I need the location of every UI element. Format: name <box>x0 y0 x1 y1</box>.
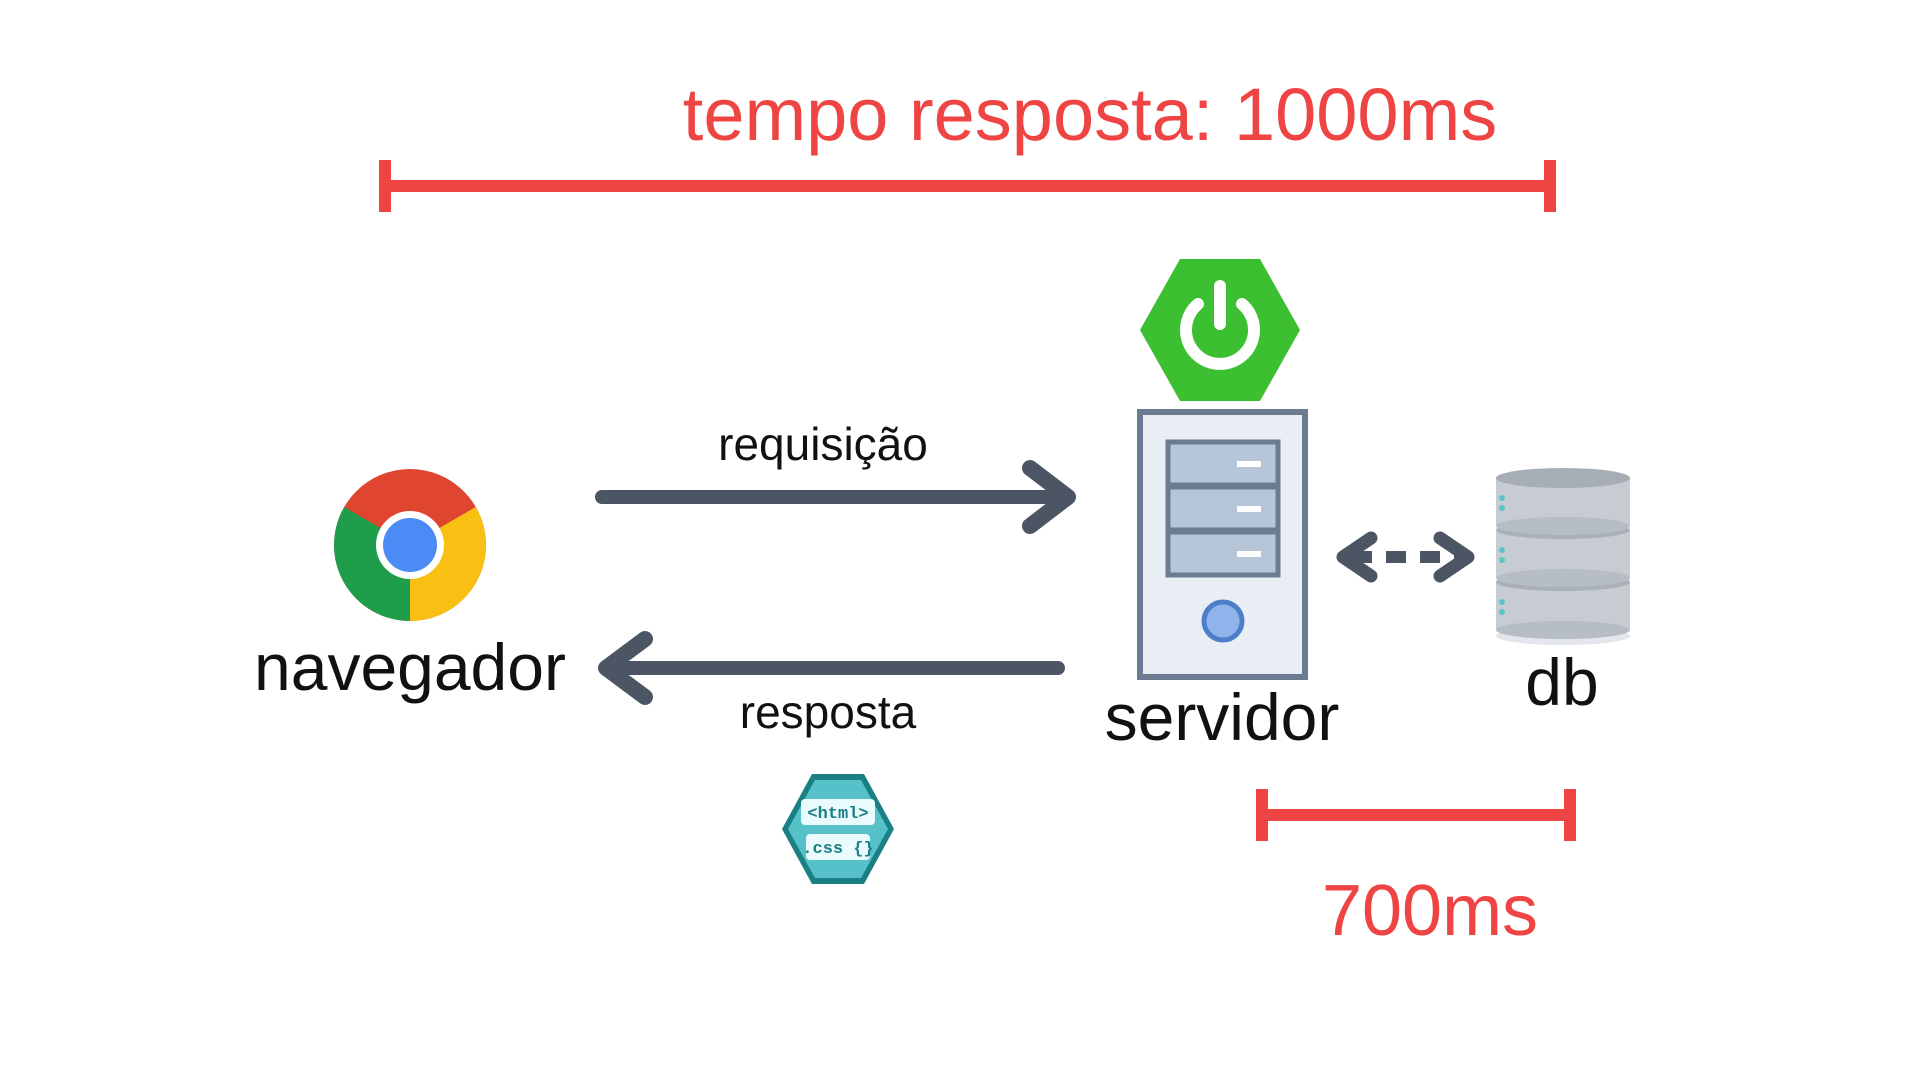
database-icon <box>1496 468 1630 645</box>
request-arrow <box>595 460 1076 534</box>
database-label: db <box>1525 645 1598 719</box>
browser-label: navegador <box>254 630 566 704</box>
css-badge-text: .css {} <box>802 840 873 859</box>
chrome-icon <box>334 469 486 621</box>
server-db-double-arrow <box>1336 531 1475 583</box>
server-db-time-label: 700ms <box>1322 871 1538 951</box>
server-tower-icon <box>1137 409 1308 680</box>
server-label: servidor <box>1105 680 1340 754</box>
request-label: requisição <box>718 418 928 470</box>
total-time-bracket <box>379 160 1556 212</box>
spring-boot-icon <box>1140 259 1300 401</box>
html-badge-text: <html> <box>807 805 868 824</box>
html-css-badge-icon: <html> .css {} <box>782 774 894 884</box>
response-arrow <box>598 631 1065 705</box>
server-db-time-bracket <box>1256 789 1576 841</box>
response-label: resposta <box>740 686 917 738</box>
response-time-title: tempo resposta: 1000ms <box>683 73 1497 156</box>
